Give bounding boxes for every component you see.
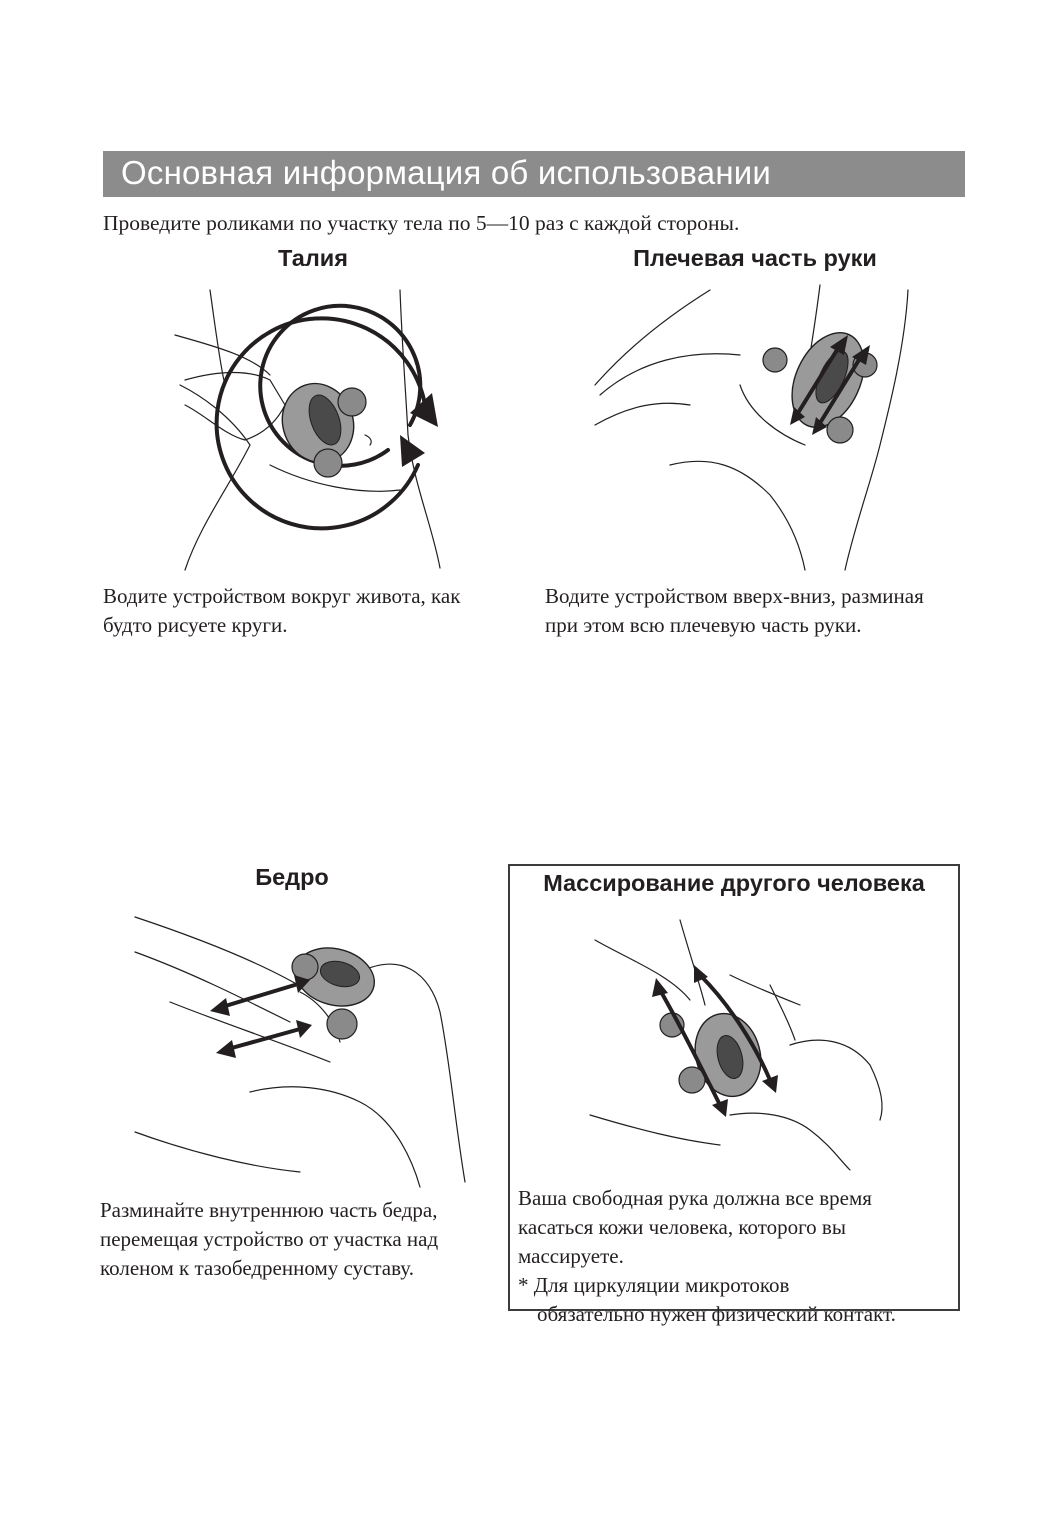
caption-line: массируете. [518,1244,624,1268]
thigh-illustration [134,916,466,1188]
hand-line [729,974,801,1006]
arrowhead [812,417,827,435]
hand-line [134,916,311,993]
caption-line: при этом всю плечевую часть руки. [545,613,862,637]
arrowhead [852,345,870,365]
other-person-illustration [589,919,883,1171]
device-window [716,1035,744,1079]
arrowhead [296,1020,312,1038]
curved-arrow [658,988,722,1107]
torso-line [399,289,441,569]
caption-line: касаться кожи человека, которого вы [518,1215,846,1239]
leg-line [179,384,251,571]
note-line: * Для циркуляции микротоков [518,1273,790,1297]
roller-ball [762,347,788,373]
leg-line [169,1001,331,1063]
thigh-title: Бедро [255,864,329,890]
navel-line [364,434,372,446]
updown-arrow [796,343,842,415]
arrowhead [694,965,708,983]
leg-line [134,1131,301,1173]
hand-outline [184,371,286,441]
hand-line [679,919,706,1006]
arrowhead [294,975,310,993]
updown-arrow [818,353,864,425]
hand-line [739,384,806,446]
arrowhead [712,1099,728,1117]
section-header-bar: Основная информация об использовании [103,151,965,197]
arrowhead [762,1075,778,1093]
waist-caption: Водите устройством вокруг живота, как бу… [103,582,533,640]
arrowhead [400,435,425,467]
arm-line [594,289,711,386]
section-header-title: Основная информация об использовании [121,154,772,191]
caption-line: перемещая устройство от участка над [100,1227,439,1251]
back-line [589,1114,721,1146]
shoulder-line [789,1039,883,1121]
upper-arm-caption: Водите устройством вверх-вниз, разминая … [545,582,985,640]
waist-illustration [174,289,441,571]
side-line [669,460,806,571]
upper-arm-title: Плечевая часть руки [633,245,877,271]
other-person-title: Массирование другого человека [543,870,925,896]
note-line: обязательно нужен физический контакт. [537,1302,896,1326]
circle-arrow-outer [214,316,427,531]
arrowhead [210,998,230,1016]
arm-line [599,353,741,396]
caption-line: коленом к тазобедренному суставу. [100,1256,414,1280]
thigh-caption: Разминайте внутреннюю часть бедра, перем… [100,1196,500,1283]
curved-arrow [698,973,772,1082]
caption-line: Водите устройством вокруг живота, как [103,584,461,608]
arrowhead [652,978,668,997]
arrowhead [410,393,438,427]
waist-title: Талия [278,245,348,271]
arm-line [594,402,691,426]
roller-ball [326,1008,358,1040]
torso-line [209,289,226,386]
leg-line [134,951,291,1023]
arrowhead [216,1040,236,1058]
roller-ball [337,387,367,417]
body-line [594,939,691,1001]
finger-line [769,984,796,1041]
back-forth-arrow [226,1027,302,1051]
roller-ball [313,448,343,478]
other-person-box [508,864,960,1311]
body-line [844,289,909,571]
intro-text: Проведите роликами по участку тела по 5—… [103,211,740,235]
caption-line: Водите устройством вверх-вниз, разминая [545,584,924,608]
back-forth-arrow [220,982,300,1009]
device-window [308,394,342,446]
back-line [729,1112,851,1171]
arrowhead [830,335,848,355]
arrowhead [790,407,805,425]
roller-ball [678,1066,706,1094]
roller-ball [826,416,854,444]
caption-line: Ваша свободная рука должна все время [518,1186,872,1210]
knee-line [359,963,466,1183]
device-window [319,960,361,988]
other-person-caption: Ваша свободная рука должна все время кас… [518,1184,958,1329]
belly-line [269,464,401,492]
caption-line: Разминайте внутреннюю часть бедра, [100,1198,438,1222]
leg-line [249,1086,421,1188]
caption-line: будто рисуете круги. [103,613,288,637]
upper-arm-illustration [594,284,909,571]
